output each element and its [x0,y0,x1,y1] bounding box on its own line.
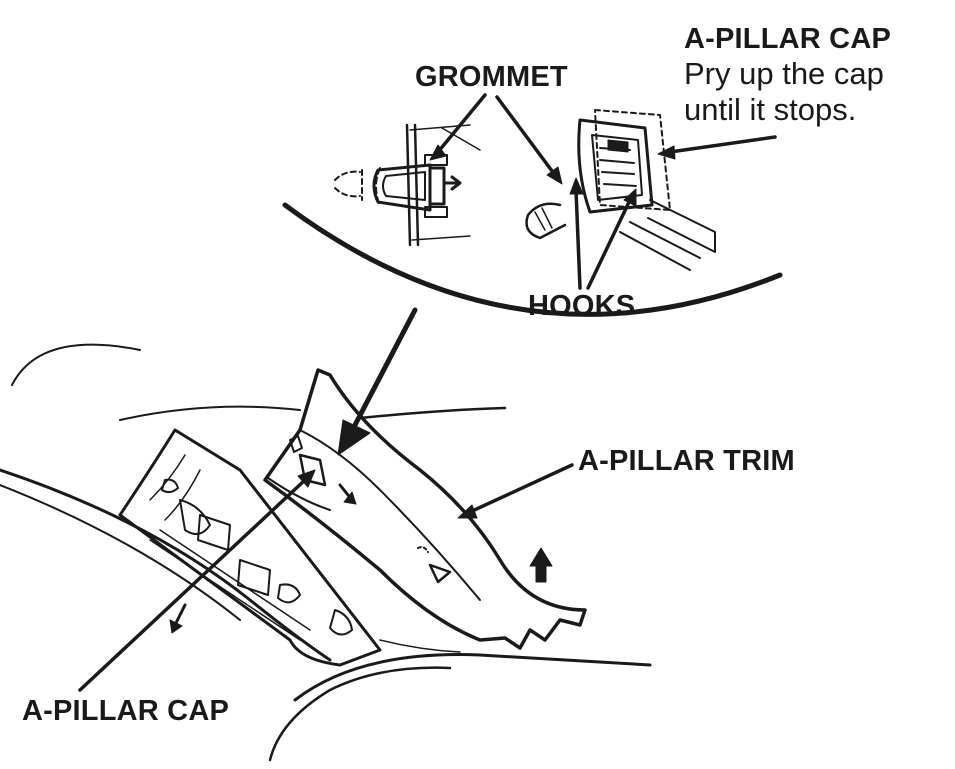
pillar-trim-label: A-PILLAR TRIM [578,445,795,477]
hooks-label: HOOKS [528,290,636,322]
grommet-detail [334,123,481,247]
cap-hooks-detail [525,109,716,271]
detail-callout-arc [282,202,783,317]
cap-detail-note-line1: Pry up the cap [684,56,884,91]
cap-detail-note-line2: until it stops. [684,92,857,127]
leader-lines [78,93,777,692]
pillar-cap-label: A-PILLAR CAP [22,695,230,727]
lift-direction-arrow-icon [529,547,553,583]
cap-detail-title: A-PILLAR CAP [684,23,892,55]
grommet-label: GROMMET [415,61,568,93]
